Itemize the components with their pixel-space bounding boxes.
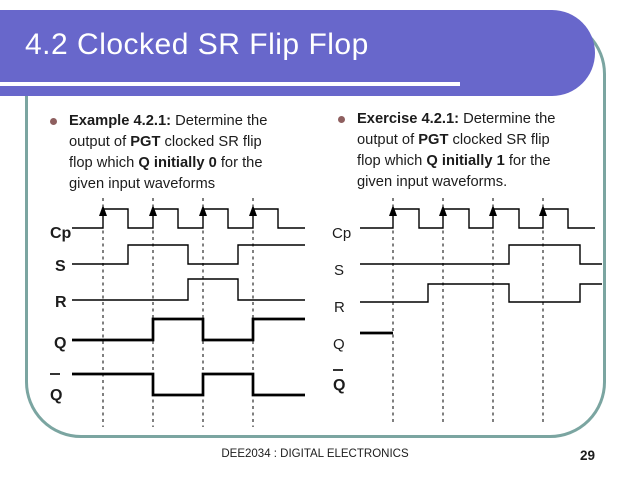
waveform-cp: [72, 208, 305, 229]
signal-label-r: R: [55, 294, 67, 311]
waveform-cp: [360, 208, 595, 229]
bullet-dot: [338, 116, 345, 123]
waveform-r: [360, 283, 602, 303]
exercise-bullet-text: Exercise 4.2.1: Determine the output of P…: [357, 109, 555, 193]
title-underline: [0, 82, 460, 86]
bullet-dot: [50, 118, 57, 125]
rising-edge-arrow-icon: [249, 205, 257, 216]
example-bullet-text: Example 4.2.1: Determine the output of PG…: [69, 111, 267, 195]
signal-label-cp: Cp: [50, 225, 72, 242]
example-bullet: Example 4.2.1: Determine the output of PG…: [50, 111, 267, 195]
footer-page-number: 29: [580, 448, 596, 463]
rising-edge-arrow-icon: [99, 205, 107, 216]
footer-course: DEE2034 : DIGITAL ELECTRONICS: [221, 448, 409, 460]
waveform-s: [72, 244, 305, 265]
bullet-line: output of PGT clocked SR flip: [69, 134, 262, 150]
bullet-line: output of PGT clocked SR flip: [357, 132, 550, 148]
rising-edge-arrow-icon: [149, 205, 157, 216]
signal-label-q: Q: [50, 387, 62, 404]
example-timing-diagram: CpS R Q Q: [50, 198, 305, 427]
exercise-timing-diagram: CpS R Q Q: [332, 198, 602, 423]
rising-edge-arrow-icon: [439, 205, 447, 216]
rising-edge-arrow-icon: [489, 205, 497, 216]
signal-label-q: Q: [54, 335, 66, 352]
bullet-line: Example 4.2.1: Determine the: [69, 113, 268, 129]
slide-title: 4.2 Clocked SR Flip Flop: [25, 28, 369, 61]
waveform-r: [72, 278, 305, 301]
rising-edge-arrow-icon: [199, 205, 207, 216]
waveform-s: [360, 244, 602, 265]
bullet-line: flop which Q initially 1 for the: [357, 153, 551, 169]
rising-edge-arrow-icon: [539, 205, 547, 216]
waveform-q: [72, 317, 305, 342]
signal-label-s: S: [334, 262, 344, 279]
title-bar: 4.2 Clocked SR Flip Flop: [0, 10, 595, 96]
bullet-line: given input waveforms: [69, 176, 216, 192]
bullet-line: given input waveforms.: [357, 174, 508, 190]
bullet-line: Exercise 4.2.1: Determine the: [357, 111, 556, 127]
signal-label-r: R: [334, 299, 345, 316]
bullet-line: flop which Q initially 0 for the: [69, 155, 263, 171]
signal-label-s: S: [55, 258, 66, 275]
rising-edge-arrow-icon: [389, 205, 397, 216]
signal-label-cp: Cp: [332, 225, 351, 242]
exercise-bullet: Exercise 4.2.1: Determine the output of P…: [338, 109, 555, 193]
signal-label-q: Q: [333, 377, 345, 394]
signal-label-q: Q: [333, 336, 345, 353]
waveform-qbar: [72, 372, 305, 397]
